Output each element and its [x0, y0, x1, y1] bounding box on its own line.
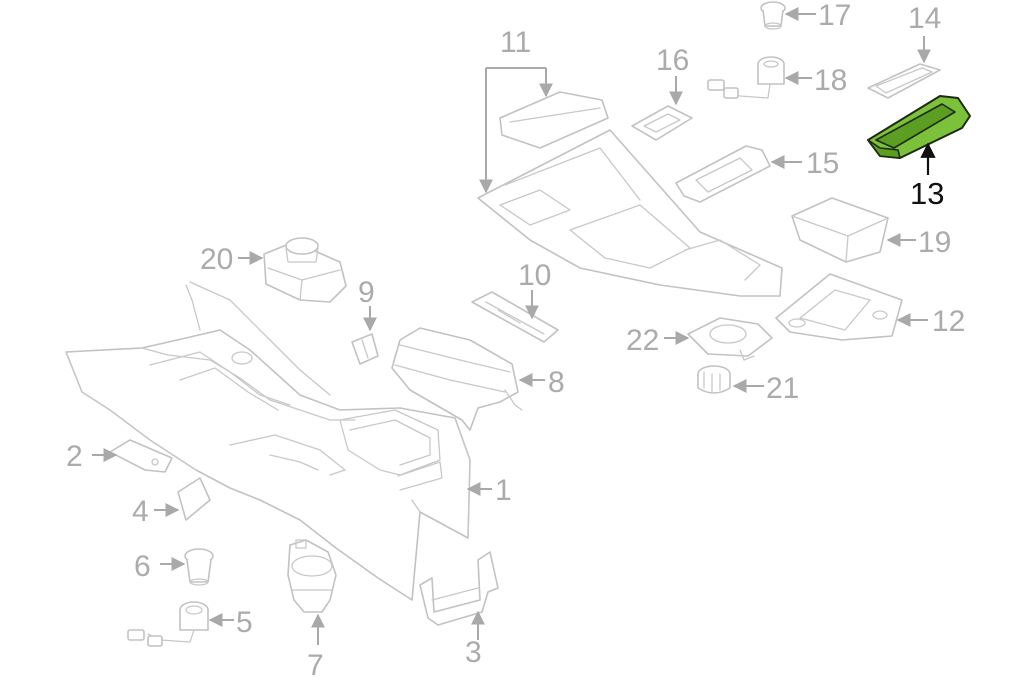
part-4-cover-panel [177, 477, 211, 521]
callout-label-21: 21 [766, 372, 799, 405]
callout-label-8: 8 [548, 366, 565, 399]
part-15-insert-tray [675, 145, 771, 203]
part-21-knob [697, 365, 731, 394]
callout-7: 7 [307, 613, 325, 682]
part-6-plug [184, 548, 214, 586]
part-16-plate [631, 105, 693, 141]
callout-label-22: 22 [626, 324, 659, 357]
part-1-center-console [65, 281, 471, 601]
callout-15: 15 [770, 147, 839, 180]
callout-2: 2 [66, 440, 118, 473]
callout-3: 3 [465, 610, 485, 669]
part-20-control-module [263, 237, 347, 303]
callout-label-17: 17 [818, 0, 851, 32]
callout-22: 22 [626, 324, 690, 357]
callout-label-5: 5 [236, 606, 253, 639]
callout-label-3: 3 [465, 636, 482, 669]
callout-10: 10 [518, 259, 551, 320]
callout-13: 13 [910, 142, 944, 211]
callout-label-9: 9 [358, 276, 375, 309]
part-11-trim-panel [477, 91, 783, 297]
callout-4: 4 [132, 495, 180, 528]
callout-label-6: 6 [134, 550, 151, 583]
callout-label-7: 7 [307, 649, 324, 682]
callout-16: 16 [656, 44, 689, 106]
callout-label-14: 14 [908, 2, 941, 35]
callout-label-2: 2 [66, 440, 83, 473]
callout-19: 19 [886, 226, 951, 259]
part-17-plug [760, 1, 786, 30]
callout-12: 12 [896, 305, 965, 338]
callout-label-4: 4 [132, 495, 149, 528]
callout-label-13: 13 [910, 176, 944, 211]
callout-20: 20 [200, 243, 264, 276]
callout-label-10: 10 [518, 259, 551, 292]
callout-label-15: 15 [806, 147, 839, 180]
callout-18: 18 [784, 64, 847, 97]
part-18-socket-with-harness [707, 56, 785, 99]
part-10-trim-bracket [471, 291, 559, 343]
part-7-cup-holder [287, 539, 337, 613]
part-12-shifter-bezel [775, 273, 903, 341]
part-2-bracket [109, 439, 173, 473]
part-14-mat [867, 63, 941, 99]
callout-label-19: 19 [918, 226, 951, 259]
callout-17: 17 [784, 0, 851, 32]
callout-14: 14 [908, 2, 941, 64]
callout-5: 5 [208, 606, 253, 639]
callout-label-18: 18 [814, 64, 847, 97]
part-22-ring-plate [687, 317, 773, 361]
callout-21: 21 [732, 372, 799, 405]
part-5-socket-with-harness [127, 601, 209, 647]
callout-9: 9 [358, 276, 377, 332]
callout-6: 6 [134, 550, 186, 583]
callout-8: 8 [518, 366, 565, 399]
callout-11: 11 [479, 26, 553, 194]
callout-label-11: 11 [500, 26, 531, 59]
part-3-support-bracket [419, 551, 499, 626]
callout-label-1: 1 [495, 474, 512, 507]
part-9-clip [351, 333, 379, 365]
callout-1: 1 [466, 474, 512, 507]
part-19-storage-bin [791, 197, 889, 263]
callout-label-12: 12 [932, 305, 965, 338]
part-13-storage-tray[interactable] [867, 95, 971, 159]
callout-label-16: 16 [656, 44, 689, 77]
callout-label-20: 20 [200, 243, 233, 276]
part-8-armrest-lid [391, 327, 523, 431]
